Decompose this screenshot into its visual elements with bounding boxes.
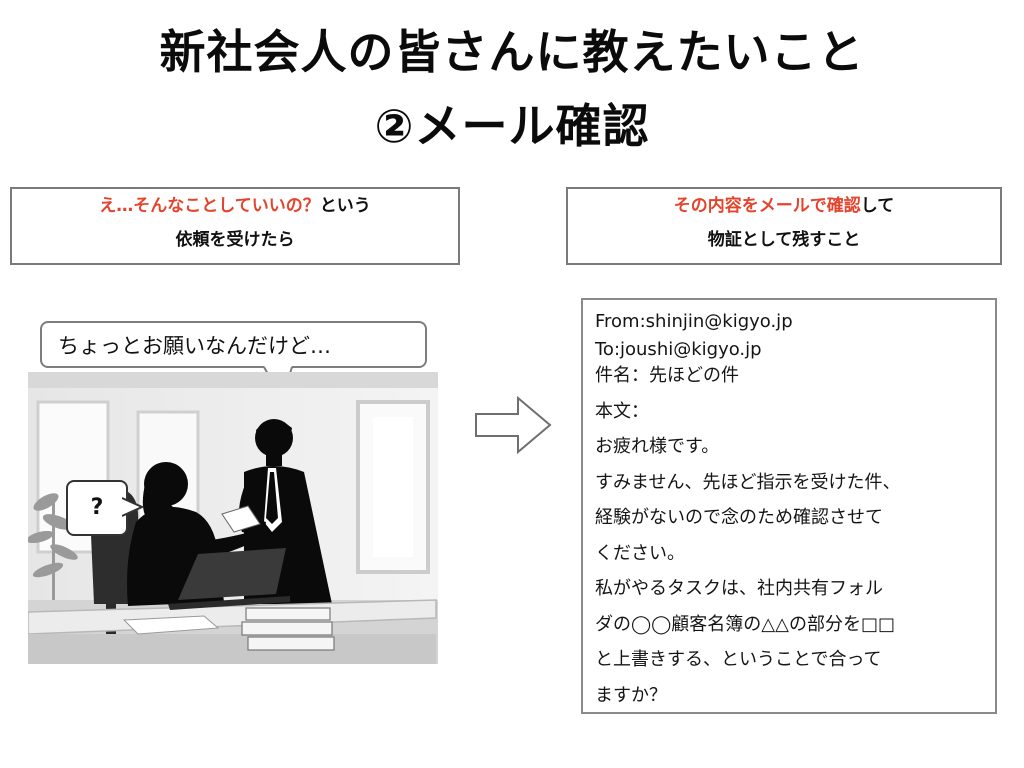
request-caption-suffix: という bbox=[319, 196, 371, 216]
question-bubble: ? bbox=[66, 480, 128, 536]
speech-bubble: ちょっとお願いなんだけど… bbox=[40, 321, 427, 368]
advice-caption-highlight: その内容をメールで確認 bbox=[673, 196, 861, 216]
office-silhouette-illustration bbox=[28, 372, 438, 664]
email-body-label: 本文： bbox=[595, 400, 649, 422]
request-caption-box: え…そんなことしていいの？という 依頼を受けたら bbox=[10, 187, 460, 265]
email-mockup: From:shinjin@kigyo.jp To:joushi@kigyo.jp… bbox=[581, 298, 997, 714]
request-caption-line1: え…そんなことしていいの？という bbox=[12, 189, 458, 223]
advice-caption-line2: 物証として残すこと bbox=[707, 230, 861, 250]
email-from: From:shinjin@kigyo.jp bbox=[595, 311, 793, 332]
email-body-line: ダの◯◯顧客名簿の△△の部分を□□ bbox=[595, 613, 895, 635]
request-caption-highlight: え…そんなことしていいの？ bbox=[99, 196, 320, 216]
question-bubble-tail bbox=[122, 497, 144, 517]
page-title-line2: ②メール確認 bbox=[374, 99, 650, 153]
email-body-line: 経験がないので念のため確認させて bbox=[595, 507, 883, 528]
page-title-line1: 新社会人の皆さんに教えたいこと bbox=[159, 25, 865, 79]
right-arrow-icon bbox=[475, 396, 552, 454]
email-body-line: お疲れ様です。 bbox=[595, 436, 720, 457]
email-body-line: と上書きする、ということで合って bbox=[595, 649, 882, 670]
email-body-line: ください。 bbox=[595, 542, 685, 564]
email-to: To:joushi@kigyo.jp bbox=[595, 339, 762, 360]
advice-caption-suffix: して bbox=[860, 196, 895, 216]
request-caption-line2: 依頼を受けたら bbox=[175, 230, 295, 250]
email-subject: 件名：先ほどの件 bbox=[595, 365, 739, 386]
advice-caption-line1: その内容をメールで確認して bbox=[568, 189, 1000, 223]
email-body-line: ますか？ bbox=[595, 684, 667, 706]
advice-caption-box: その内容をメールで確認して 物証として残すこと bbox=[566, 187, 1002, 265]
email-body-line: すみません、先ほど指示を受けた件、 bbox=[595, 471, 901, 493]
email-body-line: 私がやるタスクは、社内共有フォル bbox=[595, 578, 883, 599]
